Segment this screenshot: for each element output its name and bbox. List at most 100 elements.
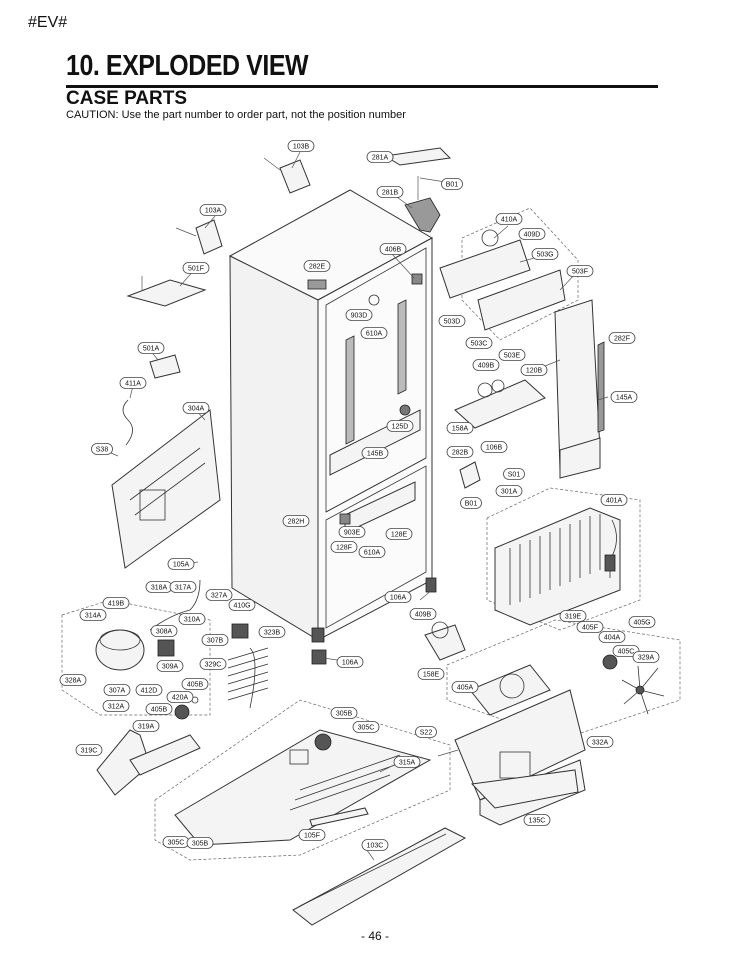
- fan-assembly-drawing: [446, 619, 681, 826]
- part-label: 304A: [182, 402, 210, 414]
- part-label-text: 419B: [108, 601, 125, 608]
- part-label: 503C: [465, 337, 493, 349]
- part-label-text: 305B: [192, 841, 209, 848]
- page-number: - 46 -: [360, 929, 389, 943]
- part-label: 106A: [384, 591, 412, 603]
- part-label-text: 318A: [151, 585, 168, 592]
- part-label: 409D: [518, 228, 546, 240]
- part-label-text: 610A: [364, 550, 381, 557]
- part-label: 411A: [119, 377, 147, 389]
- part-label: 282B: [446, 446, 474, 458]
- part-label-text: 282E: [309, 264, 326, 271]
- part-label-text: 308A: [156, 629, 173, 636]
- part-label-text: 503G: [536, 252, 553, 259]
- compressor-section-drawing: [61, 409, 269, 796]
- part-label: 312A: [102, 700, 130, 712]
- caution-note: CAUTION: Use the part number to order pa…: [66, 109, 406, 121]
- part-label: 319A: [132, 720, 160, 732]
- part-label-text: 281A: [372, 155, 389, 162]
- part-label-text: 328A: [65, 678, 82, 685]
- part-label-text: 106A: [390, 595, 407, 602]
- part-label-text: 301A: [501, 489, 518, 496]
- part-label-text: 158A: [452, 426, 469, 433]
- part-label-text: 105A: [173, 562, 190, 569]
- part-label-text: 610A: [366, 331, 383, 338]
- part-label: B01: [460, 497, 482, 509]
- part-label: 128F: [330, 541, 358, 553]
- part-label: 503F: [566, 265, 594, 277]
- part-label: 319C: [75, 744, 103, 756]
- part-label: 282F: [608, 332, 636, 344]
- part-label: 903D: [345, 309, 373, 321]
- part-label-text: 281B: [382, 190, 399, 197]
- part-label-text: 103C: [367, 843, 384, 850]
- part-label-text: 307B: [207, 638, 224, 645]
- part-label: 903E: [338, 526, 366, 538]
- part-label: 405B: [181, 678, 209, 690]
- part-label: 105A: [167, 558, 195, 570]
- part-label-text: 145B: [367, 451, 384, 458]
- part-label: 158A: [446, 422, 474, 434]
- part-label: 307A: [103, 684, 131, 696]
- part-label: 282E: [303, 260, 331, 272]
- part-label: 317A: [169, 581, 197, 593]
- part-label-text: 305C: [168, 840, 185, 847]
- part-label: 503E: [498, 349, 526, 361]
- part-label: 310A: [178, 613, 206, 625]
- part-label-text: 405A: [457, 685, 474, 692]
- part-label-text: 903D: [351, 313, 368, 320]
- part-label-text: 410G: [233, 603, 250, 610]
- part-label: 329C: [199, 658, 227, 670]
- part-label-text: 503D: [444, 319, 461, 326]
- part-label: S01: [503, 468, 525, 480]
- part-label-text: 158E: [423, 672, 440, 679]
- part-label-text: 317A: [175, 585, 192, 592]
- part-label-text: 315A: [399, 760, 416, 767]
- part-label-text: S01: [508, 472, 521, 479]
- part-label-text: 135C: [529, 818, 546, 825]
- part-label-text: 329A: [638, 655, 655, 662]
- page-title: 10. EXPLODED VIEW: [66, 50, 309, 82]
- part-label: 610A: [358, 546, 386, 558]
- part-label: B01: [441, 178, 463, 190]
- part-label-text: 406B: [385, 247, 402, 254]
- part-label-text: 314A: [85, 613, 102, 620]
- part-label-text: 412D: [141, 688, 158, 695]
- part-label-text: 405F: [582, 625, 598, 632]
- part-label: 305B: [186, 837, 214, 849]
- section-subtitle: CASE PARTS: [66, 88, 188, 109]
- part-label-text: 503C: [471, 341, 488, 348]
- part-label-text: S22: [420, 730, 433, 737]
- part-label-text: 106B: [486, 445, 503, 452]
- part-label: 158E: [417, 668, 445, 680]
- part-label: 405A: [451, 681, 479, 693]
- ice-module-drawing: [439, 207, 605, 479]
- part-label-text: S38: [96, 447, 109, 454]
- part-label: 323B: [258, 626, 286, 638]
- part-label-text: 501F: [188, 266, 204, 273]
- part-label: 125D: [386, 420, 414, 432]
- part-label: 409B: [409, 608, 437, 620]
- part-label-text: 323B: [264, 630, 281, 637]
- part-label: 103B: [287, 140, 315, 152]
- part-label: 405B: [145, 703, 173, 715]
- part-label-text: 145A: [616, 395, 633, 402]
- part-label: 420A: [166, 691, 194, 703]
- part-label-text: 305B: [336, 711, 353, 718]
- part-label: S22: [415, 726, 437, 738]
- part-label: 305C: [352, 721, 380, 733]
- part-label: 401A: [600, 494, 628, 506]
- part-label-text: B01: [446, 182, 459, 189]
- part-label: 315A: [393, 756, 421, 768]
- part-label-text: 503F: [572, 269, 588, 276]
- part-label: 501A: [137, 342, 165, 354]
- part-label-text: 103A: [205, 208, 222, 215]
- part-label: 328A: [59, 674, 87, 686]
- part-label: 106A: [336, 656, 364, 668]
- part-label-text: 305C: [358, 725, 375, 732]
- base-plate-drawing: [154, 699, 467, 926]
- top-parts-drawing: [122, 147, 452, 446]
- part-label: 319E: [559, 610, 587, 622]
- part-label-text: 103B: [293, 144, 310, 151]
- part-label: 301A: [495, 485, 523, 497]
